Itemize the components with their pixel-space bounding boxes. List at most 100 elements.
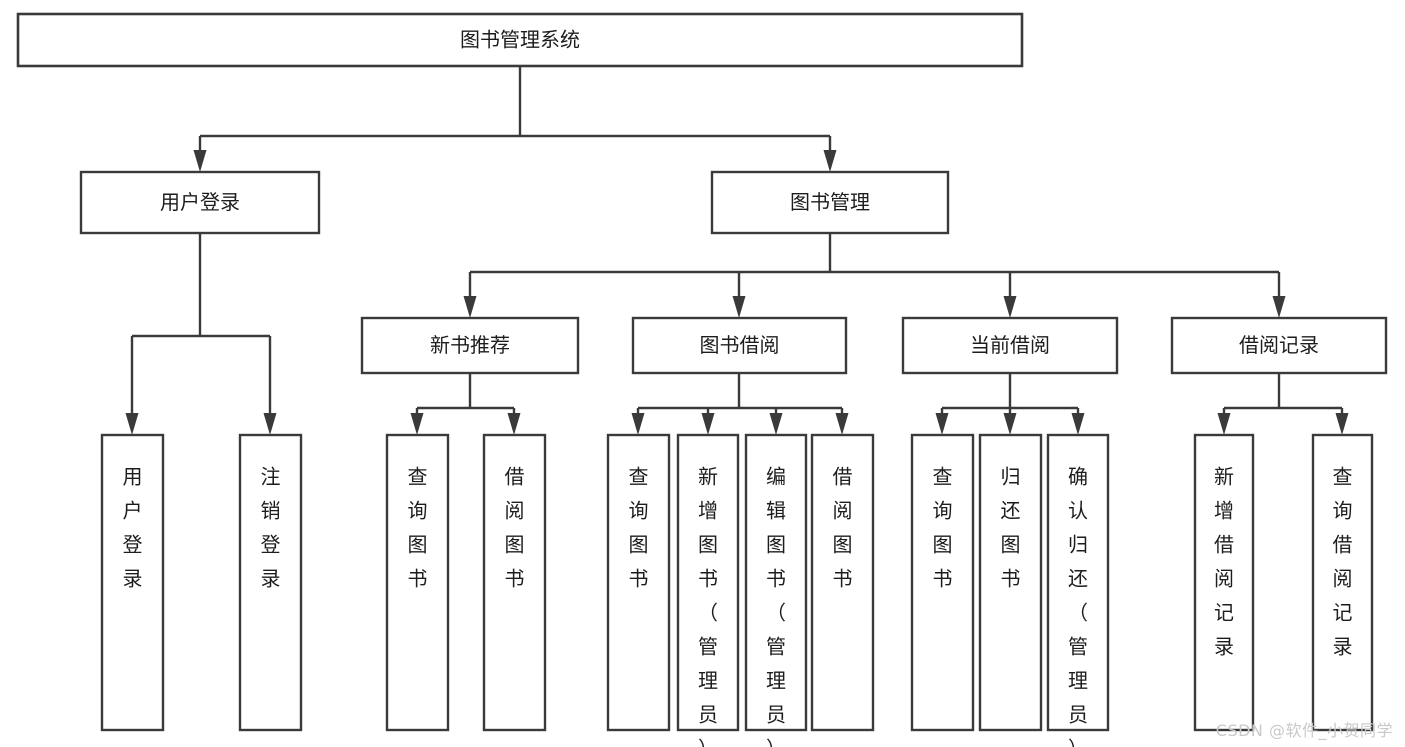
node-label-leaf-query-record: 借 <box>1333 533 1353 557</box>
node-label-leaf-confirm-return: 还 <box>1068 567 1088 591</box>
node-user-login[interactable]: 用户登录 <box>79 170 321 235</box>
node-label-leaf-query-book-1: 书 <box>408 567 428 591</box>
node-label-leaf-query-book-3: 图 <box>933 533 953 557</box>
node-box-borrow-record[interactable] <box>1170 316 1388 375</box>
node-label-leaf-add-record: 记 <box>1214 601 1234 625</box>
node-box-leaf-edit-book[interactable] <box>744 433 808 732</box>
node-borrow-record[interactable]: 借阅记录 <box>1170 316 1388 375</box>
node-label-leaf-user-logout: 注 <box>261 465 281 489</box>
node-label-new-book-recommend: 新书推荐 <box>430 333 510 357</box>
node-book-manage[interactable]: 图书管理 <box>710 170 950 235</box>
node-label-root: 图书管理系统 <box>460 28 580 52</box>
node-box-leaf-query-record[interactable] <box>1311 433 1374 732</box>
node-box-leaf-user-logout[interactable] <box>238 433 303 732</box>
node-label-leaf-confirm-return: （ <box>1068 601 1088 625</box>
node-label-leaf-return-book: 图 <box>1001 533 1021 557</box>
node-label-leaf-add-record: 阅 <box>1214 567 1234 591</box>
node-box-leaf-add-record[interactable] <box>1193 433 1255 732</box>
node-label-leaf-confirm-return: 确 <box>1068 465 1088 489</box>
node-label-leaf-return-book: 归 <box>1001 465 1021 489</box>
node-label-leaf-edit-book: （ <box>766 601 786 625</box>
node-label-leaf-add-record: 录 <box>1214 635 1234 659</box>
arrow-head-to-borrow-record <box>1272 296 1286 318</box>
node-label-leaf-add-book: （ <box>698 601 718 625</box>
node-label-leaf-query-book-2: 询 <box>629 499 649 523</box>
node-label-leaf-user-login: 户 <box>123 499 143 523</box>
node-box-new-book-recommend[interactable] <box>360 316 580 375</box>
node-label-leaf-borrow-book-1: 书 <box>505 567 525 591</box>
connector-group-current-borrow-to-leaves <box>935 373 1085 435</box>
node-label-leaf-edit-book: 员 <box>766 703 786 727</box>
node-label-leaf-borrow-book-1: 阅 <box>505 499 525 523</box>
node-box-book-manage[interactable] <box>710 170 950 235</box>
node-layer: 图书管理系统用户登录图书管理新书推荐图书借阅当前借阅借阅记录用户登录注销登录查询… <box>16 12 1388 747</box>
node-book-borrow[interactable]: 图书借阅 <box>631 316 848 375</box>
connector-group-borrow-record-to-leaves <box>1217 373 1349 435</box>
node-label-leaf-query-book-2: 查 <box>629 465 649 489</box>
arrow-head-to-leaf-edit-book <box>769 413 783 435</box>
node-label-leaf-query-record: 查 <box>1333 465 1353 489</box>
node-current-borrow[interactable]: 当前借阅 <box>901 316 1119 375</box>
node-label-leaf-add-book: 书 <box>698 567 718 591</box>
node-box-leaf-user-login[interactable] <box>100 433 165 732</box>
node-box-current-borrow[interactable] <box>901 316 1119 375</box>
node-box-leaf-query-book-1[interactable] <box>385 433 450 732</box>
node-box-leaf-query-book-2[interactable] <box>606 433 671 732</box>
node-box-root[interactable] <box>16 12 1024 68</box>
node-label-user-login: 用户登录 <box>160 190 240 214</box>
node-label-leaf-query-book-3: 查 <box>933 465 953 489</box>
node-label-leaf-edit-book: 图 <box>766 533 786 557</box>
node-label-leaf-add-book: 管 <box>698 635 718 659</box>
node-label-leaf-confirm-return: 管 <box>1068 635 1088 659</box>
node-label-leaf-add-book: ） <box>698 737 718 747</box>
node-label-leaf-edit-book: 辑 <box>766 499 786 523</box>
node-box-leaf-borrow-book-1[interactable] <box>482 433 547 732</box>
node-box-leaf-return-book[interactable] <box>978 433 1043 732</box>
connector-group-user-login-to-leaves <box>125 233 277 435</box>
node-label-leaf-add-record: 新 <box>1214 465 1234 489</box>
node-box-leaf-add-book[interactable] <box>676 433 740 732</box>
node-root[interactable]: 图书管理系统 <box>16 12 1024 68</box>
node-label-leaf-add-book: 理 <box>698 669 718 693</box>
node-label-leaf-user-login: 用 <box>123 465 143 489</box>
node-label-leaf-borrow-book-2: 图 <box>833 533 853 557</box>
node-label-leaf-query-book-1: 查 <box>408 465 428 489</box>
arrow-head-to-leaf-query-book-3 <box>935 413 949 435</box>
node-box-leaf-confirm-return[interactable] <box>1046 433 1110 732</box>
node-label-leaf-edit-book: 管 <box>766 635 786 659</box>
node-label-leaf-edit-book: 书 <box>766 567 786 591</box>
arrow-head-to-leaf-borrow-book-1 <box>507 413 521 435</box>
node-label-leaf-confirm-return: ） <box>1068 737 1088 747</box>
node-label-leaf-query-book-2: 书 <box>629 567 649 591</box>
node-box-leaf-borrow-book-2[interactable] <box>810 433 875 732</box>
arrow-head-to-leaf-confirm-return <box>1071 413 1085 435</box>
connector-group-book-borrow-to-leaves <box>631 373 849 435</box>
node-box-user-login[interactable] <box>79 170 321 235</box>
node-label-leaf-confirm-return: 认 <box>1068 499 1088 523</box>
arrow-head-to-leaf-query-book-1 <box>410 413 424 435</box>
node-new-book-recommend[interactable]: 新书推荐 <box>360 316 580 375</box>
node-box-leaf-query-book-3[interactable] <box>910 433 975 732</box>
node-label-leaf-user-logout: 录 <box>261 567 281 591</box>
node-box-book-borrow[interactable] <box>631 316 848 375</box>
arrow-head-to-leaf-query-book-2 <box>631 413 645 435</box>
node-label-leaf-borrow-book-2: 书 <box>833 567 853 591</box>
arrow-head-to-leaf-query-record <box>1335 413 1349 435</box>
node-leaf-user-login[interactable]: 用户登录 <box>100 433 165 732</box>
node-label-leaf-return-book: 书 <box>1001 567 1021 591</box>
arrow-head-to-leaf-user-logout <box>263 413 277 435</box>
